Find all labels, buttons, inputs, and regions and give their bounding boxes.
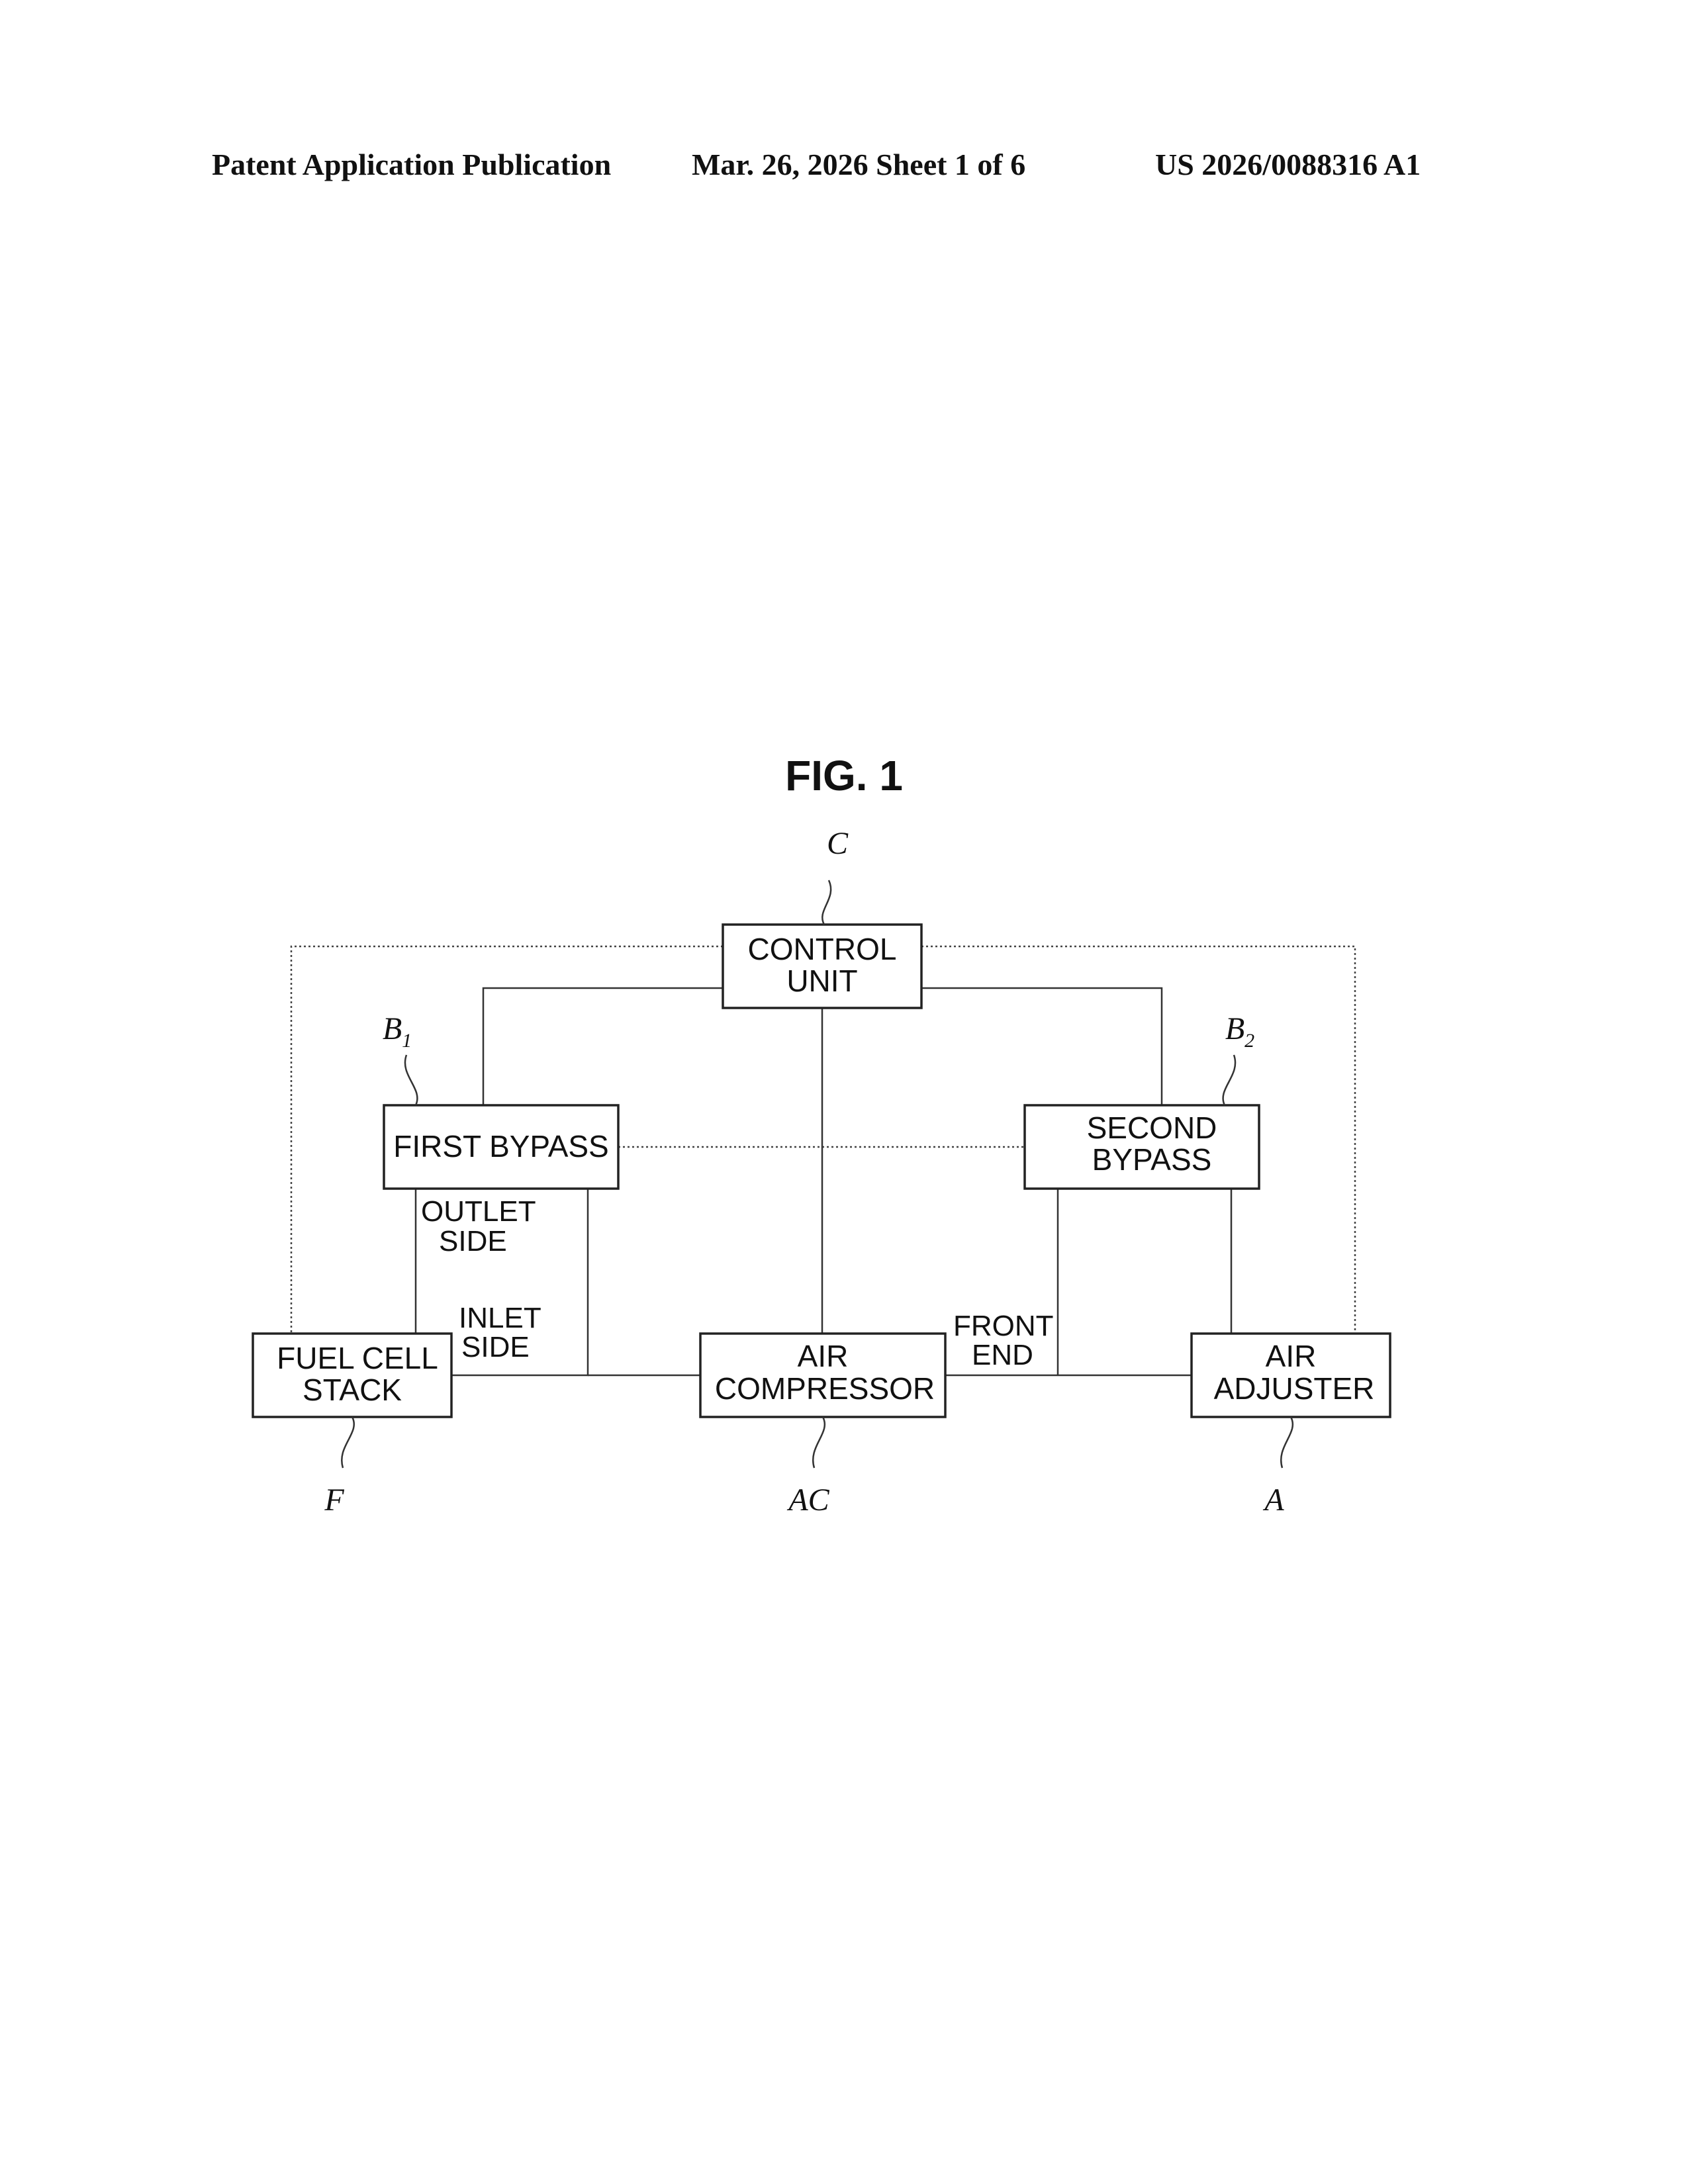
ref-label-b2-subscript: 2 xyxy=(1244,1030,1254,1052)
fuel-cell-stack-label-line1: FUEL CELL xyxy=(277,1341,438,1375)
ref-label-b2: B2 xyxy=(1225,1011,1254,1052)
air-compressor-label-line1: AIR xyxy=(798,1339,849,1373)
leader-line-ac xyxy=(813,1417,825,1468)
second-bypass-block: SECOND BYPASS xyxy=(1025,1105,1259,1189)
leader-line-f xyxy=(342,1417,354,1468)
fuel-cell-stack-block: FUEL CELL STACK xyxy=(253,1334,451,1417)
second-bypass-label-line2: BYPASS xyxy=(1092,1142,1212,1177)
leader-line-a xyxy=(1281,1417,1293,1468)
air-compressor-label-line2: COMPRESSOR xyxy=(715,1371,935,1406)
control-unit-label-line2: UNIT xyxy=(786,964,857,998)
ref-label-b1: B1 xyxy=(383,1011,412,1052)
control-unit-label-line1: CONTROL xyxy=(748,932,897,966)
fuel-cell-stack-label-line2: STACK xyxy=(303,1373,402,1407)
leader-line-b1 xyxy=(405,1055,417,1105)
outlet-side-label-line2: SIDE xyxy=(439,1225,507,1257)
first-bypass-label: FIRST BYPASS xyxy=(393,1129,609,1163)
front-end-label-line1: FRONT xyxy=(953,1310,1054,1342)
air-adjuster-label-line2: ADJUSTER xyxy=(1214,1371,1375,1406)
control-unit-block: CONTROL UNIT xyxy=(723,925,921,1008)
ref-label-c: C xyxy=(827,826,849,861)
inlet-side-label-line1: INLET xyxy=(459,1302,541,1334)
front-end-label-line2: END xyxy=(972,1339,1033,1371)
air-compressor-block: AIR COMPRESSOR xyxy=(700,1334,945,1417)
first-bypass-block: FIRST BYPASS xyxy=(384,1105,618,1189)
second-bypass-label-line1: SECOND xyxy=(1087,1111,1217,1145)
ref-label-a: A xyxy=(1262,1482,1284,1518)
air-adjuster-label-line1: AIR xyxy=(1266,1339,1317,1373)
connection-control-to-first-bypass xyxy=(483,988,723,1105)
ref-label-ac: AC xyxy=(786,1482,829,1518)
outlet-side-label-line1: OUTLET xyxy=(421,1195,536,1228)
connection-control-to-second-bypass xyxy=(921,988,1162,1105)
leader-line-c xyxy=(822,880,831,925)
ref-label-f: F xyxy=(324,1482,344,1518)
ref-label-b1-subscript: 1 xyxy=(402,1030,412,1052)
leader-line-b2 xyxy=(1223,1055,1235,1105)
air-adjuster-block: AIR ADJUSTER xyxy=(1192,1334,1390,1417)
inlet-side-label-line2: SIDE xyxy=(461,1331,530,1363)
